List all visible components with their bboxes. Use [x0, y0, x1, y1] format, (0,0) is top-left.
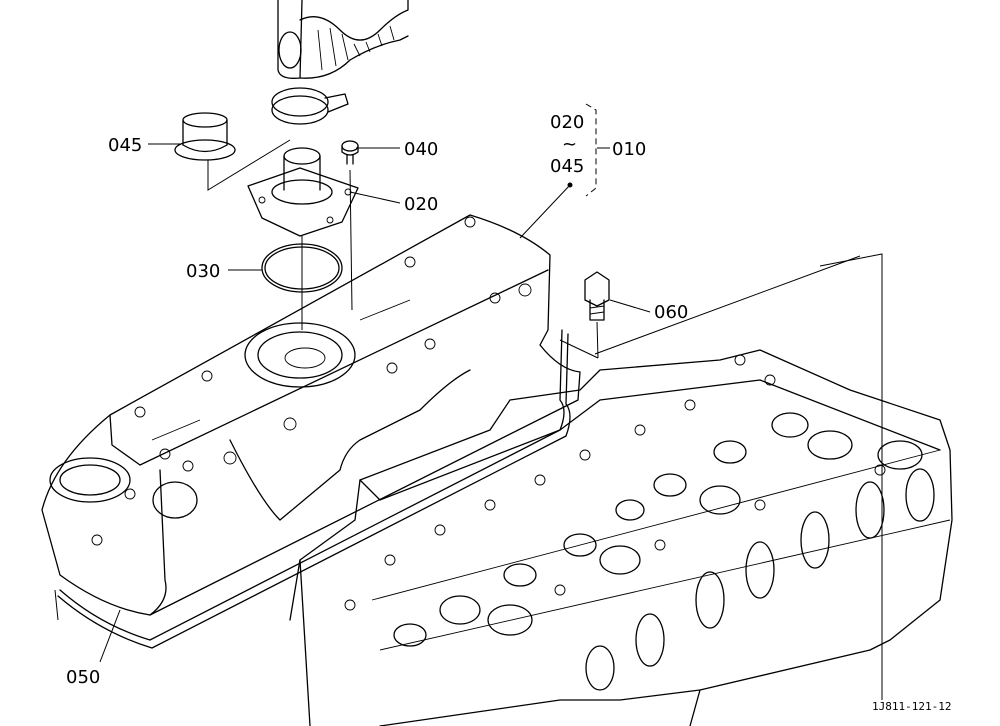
cylinder-head-ports [344, 354, 935, 691]
group-range-start: 020 [550, 112, 584, 133]
callout-045: 045 [108, 135, 142, 156]
callout-050: 050 [66, 667, 100, 688]
cover-bolt-holes [91, 216, 532, 546]
group-range-end: 045 [550, 156, 584, 177]
callout-040: 040 [404, 139, 438, 160]
bolt-060[interactable] [584, 271, 610, 321]
cylinder-head-cover-010[interactable] [41, 214, 581, 616]
screw-040[interactable] [341, 140, 359, 165]
callout-020: 020 [404, 194, 438, 215]
cylinder-head [289, 349, 953, 726]
hose [277, 0, 409, 79]
hose-clamp [271, 87, 349, 125]
callout-060: 060 [654, 302, 688, 323]
drawing-code: 1J811-121-12 [872, 700, 951, 713]
gasket-050[interactable] [57, 329, 571, 649]
callout-010: 010 [612, 139, 646, 160]
oil-filler-cap-045[interactable] [174, 112, 236, 161]
filler-neck-020[interactable] [247, 147, 359, 237]
callout-030: 030 [186, 261, 220, 282]
callout-labels: 045 040 020 010 030 060 050 020 ~ 045 1J… [66, 112, 951, 713]
group-range-tilde: ~ [562, 134, 577, 155]
leader-lines [54, 103, 883, 700]
